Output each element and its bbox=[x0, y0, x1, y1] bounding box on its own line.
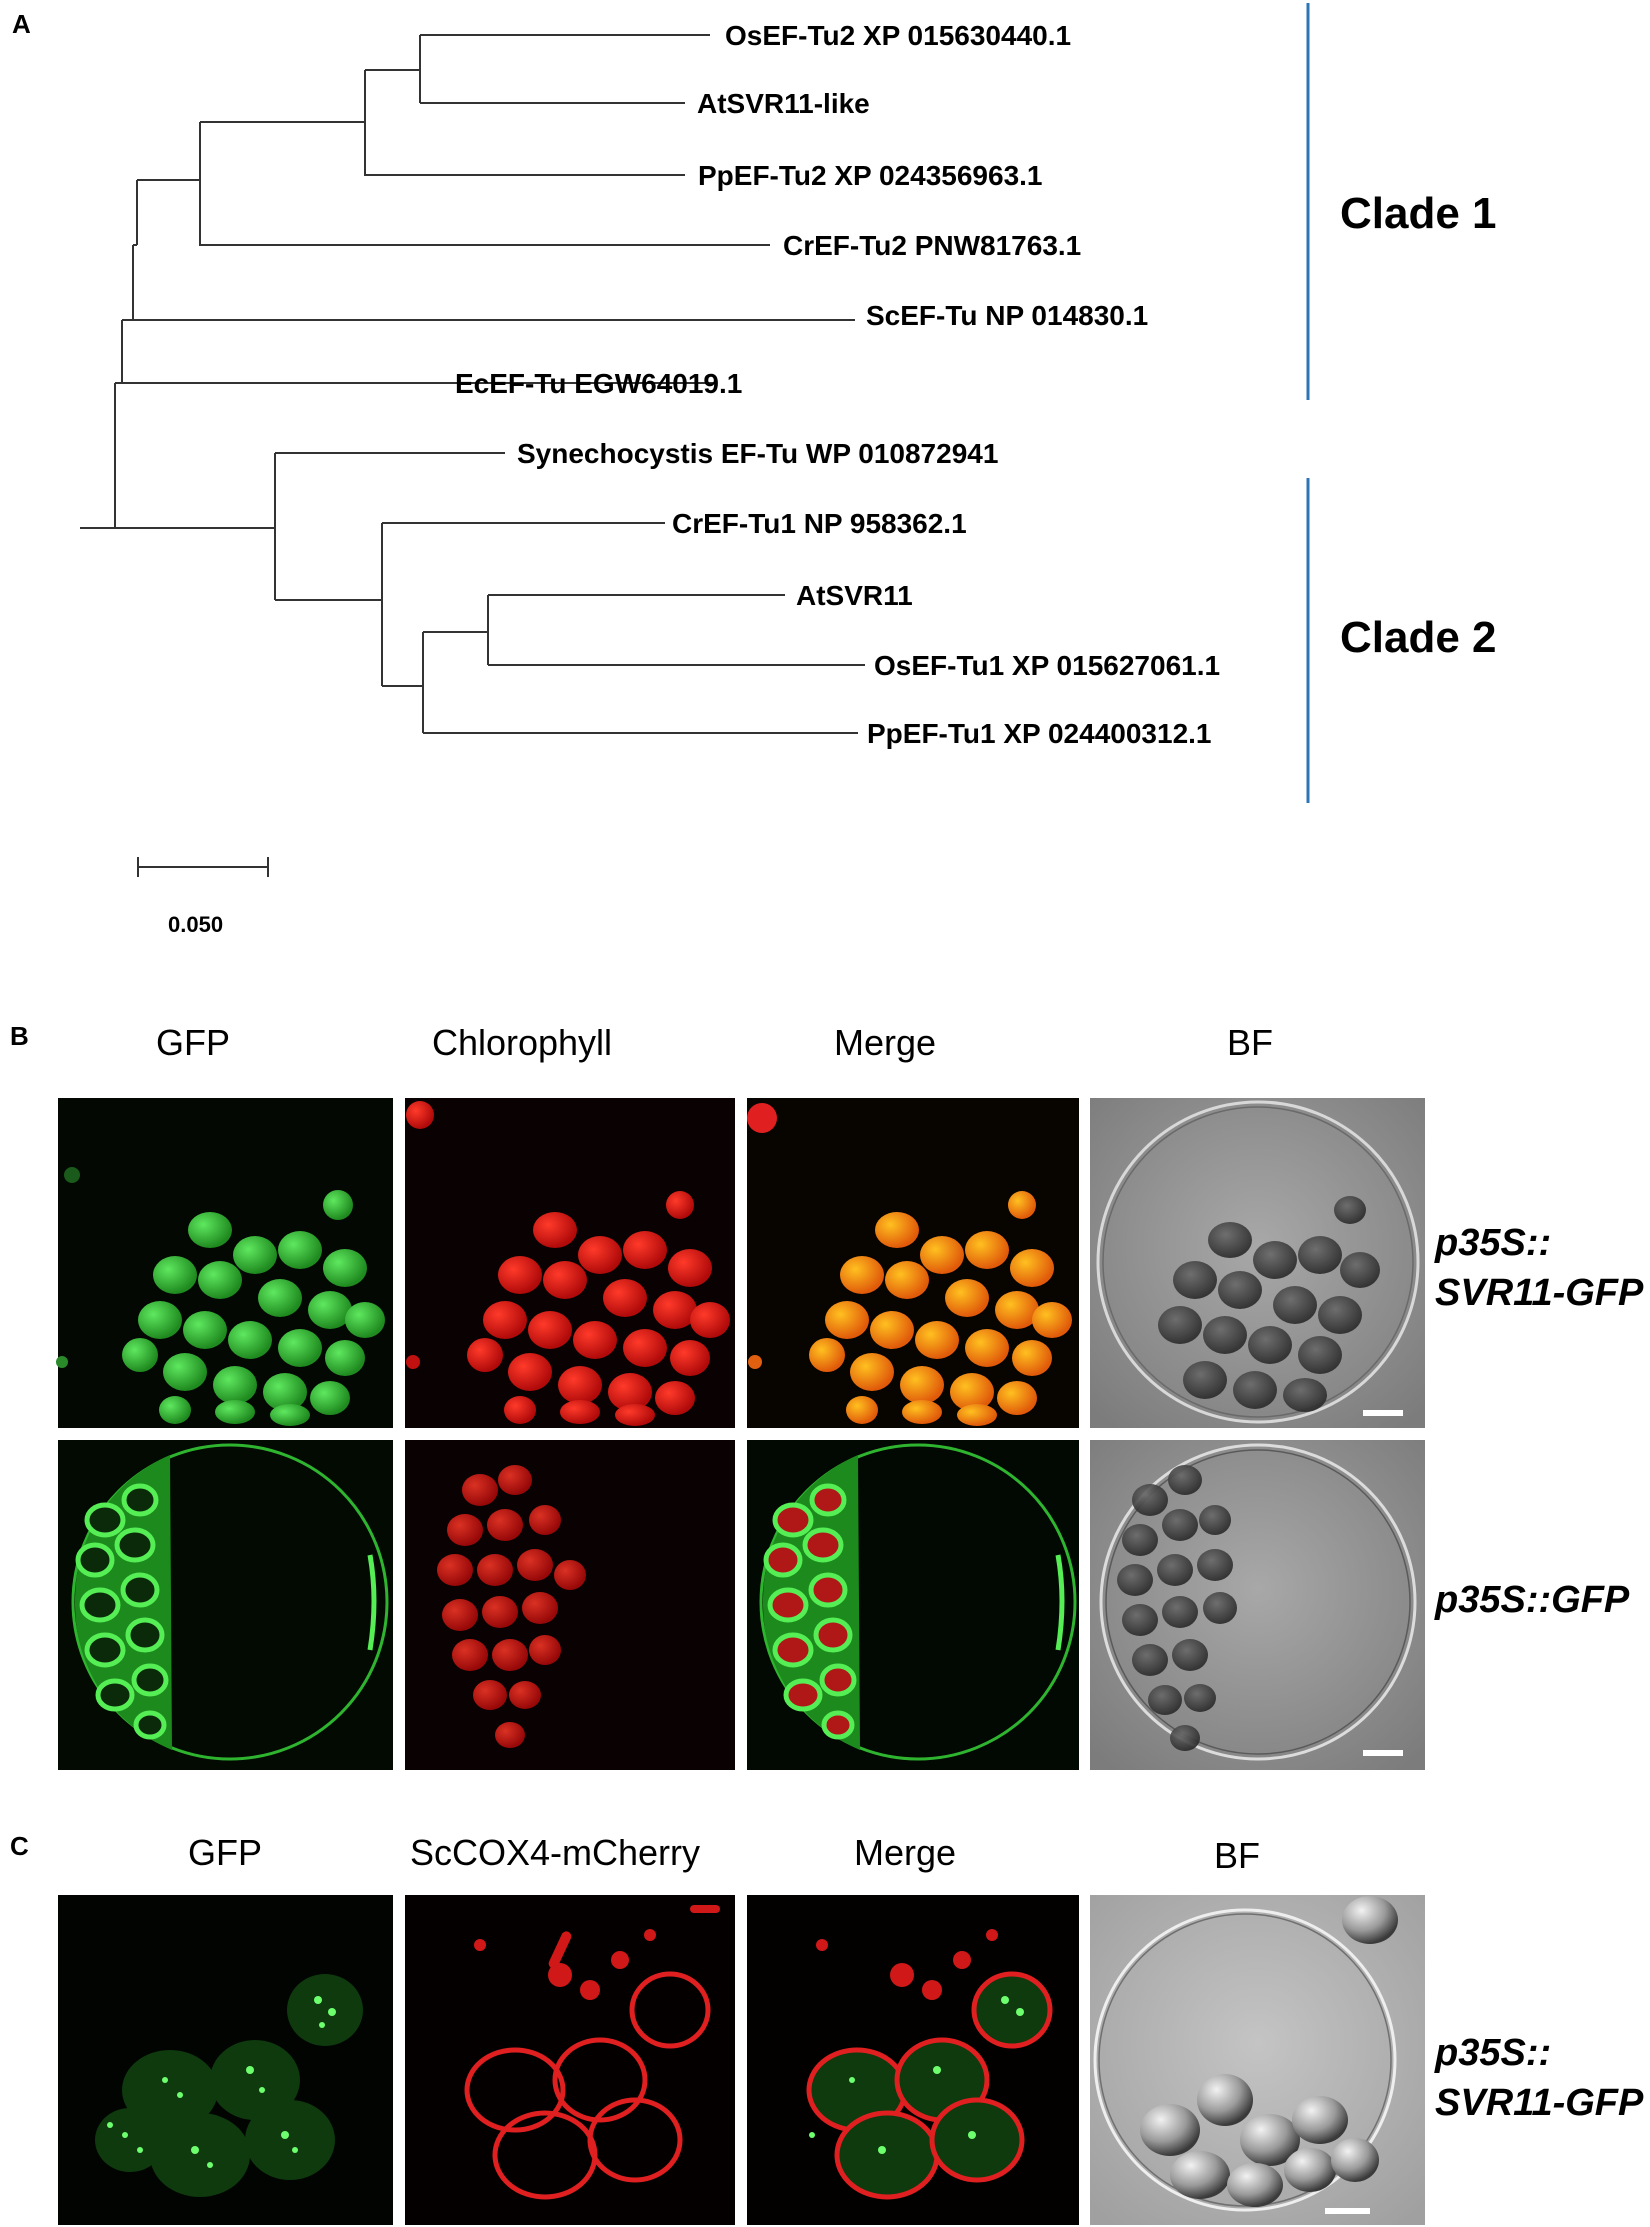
leaf-label: OsEF-Tu2 XP 015630440.1 bbox=[725, 20, 1071, 51]
panel-b-col-chlorophyll: Chlorophyll bbox=[432, 1022, 612, 1063]
micrograph-b-bf-row2 bbox=[1090, 1440, 1425, 1770]
leaf-label: OsEF-Tu1 XP 015627061.1 bbox=[874, 650, 1220, 681]
panel-b-row2-label-line1: p35S::GFP bbox=[1434, 1579, 1630, 1621]
panel-b-row1-label-line2: SVR11-GFP bbox=[1435, 1272, 1644, 1314]
micrograph-b-merge-row1 bbox=[747, 1098, 1079, 1428]
panel-c-row1-label-line1: p35S:: bbox=[1434, 2032, 1551, 2074]
clade1-node-i bbox=[364, 70, 685, 176]
leaf-label: ScEF-Tu NP 014830.1 bbox=[866, 300, 1148, 331]
clade1-node-c bbox=[132, 245, 855, 321]
leaf-label: EcEF-Tu EGW64019.1 bbox=[455, 368, 742, 399]
panel-c-row1-label-line2: SVR11-GFP bbox=[1435, 2082, 1644, 2124]
panel-b-col-merge: Merge bbox=[834, 1022, 936, 1063]
clade1-label: Clade 1 bbox=[1340, 189, 1497, 238]
clade1-node-g bbox=[199, 122, 770, 246]
panel-c-col-merge: Merge bbox=[854, 1832, 956, 1873]
leaf-label: PpEF-Tu2 XP 024356963.1 bbox=[698, 160, 1043, 191]
micrograph-c-bf bbox=[1090, 1895, 1425, 2225]
panel-b-col-bf: BF bbox=[1227, 1022, 1273, 1063]
panel-c-letter: C bbox=[10, 1831, 29, 1861]
scale-bar bbox=[137, 857, 269, 877]
scale-bar-label: 0.050 bbox=[168, 912, 223, 937]
micrograph-b-merge-row2 bbox=[747, 1440, 1079, 1770]
leaf-label: PpEF-Tu1 XP 024400312.1 bbox=[867, 718, 1212, 749]
clade2-label: Clade 2 bbox=[1340, 613, 1497, 662]
leaf-label: CrEF-Tu1 NP 958362.1 bbox=[672, 508, 967, 539]
leaf-label: AtSVR11 bbox=[796, 580, 913, 611]
clade1-node-a bbox=[121, 320, 715, 384]
micrograph-c-gfp bbox=[58, 1895, 393, 2225]
leaf-label: Synechocystis EF-Tu WP 010872941 bbox=[517, 438, 998, 469]
micrograph-b-bf-row1 bbox=[1090, 1098, 1425, 1428]
micrograph-c-merge bbox=[747, 1895, 1079, 2225]
micrograph-b-chlorophyll-row2 bbox=[405, 1440, 735, 1770]
micrograph-b-gfp-row1 bbox=[56, 1098, 393, 1428]
panel-c-col-bf: BF bbox=[1214, 1835, 1260, 1876]
micrograph-b-chlorophyll-row1 bbox=[405, 1098, 735, 1428]
leaf-label: CrEF-Tu2 PNW81763.1 bbox=[783, 230, 1081, 261]
panel-a-letter: A bbox=[12, 9, 31, 39]
micrograph-b-gfp-row2 bbox=[58, 1440, 393, 1770]
panel-c-col-mcherry: ScCOX4-mCherry bbox=[410, 1832, 700, 1873]
panel-b-row1-label-line1: p35S:: bbox=[1434, 1222, 1551, 1264]
panel-b-letter: B bbox=[10, 1021, 29, 1051]
micrograph-c-mcherry bbox=[405, 1895, 735, 2225]
leaf-label: AtSVR11-like bbox=[697, 88, 870, 119]
panel-c-col-gfp: GFP bbox=[188, 1832, 262, 1873]
phylogenetic-tree: OsEF-Tu2 XP 015630440.1 AtSVR11-like PpE… bbox=[80, 20, 1220, 749]
panel-b-col-gfp: GFP bbox=[156, 1022, 230, 1063]
